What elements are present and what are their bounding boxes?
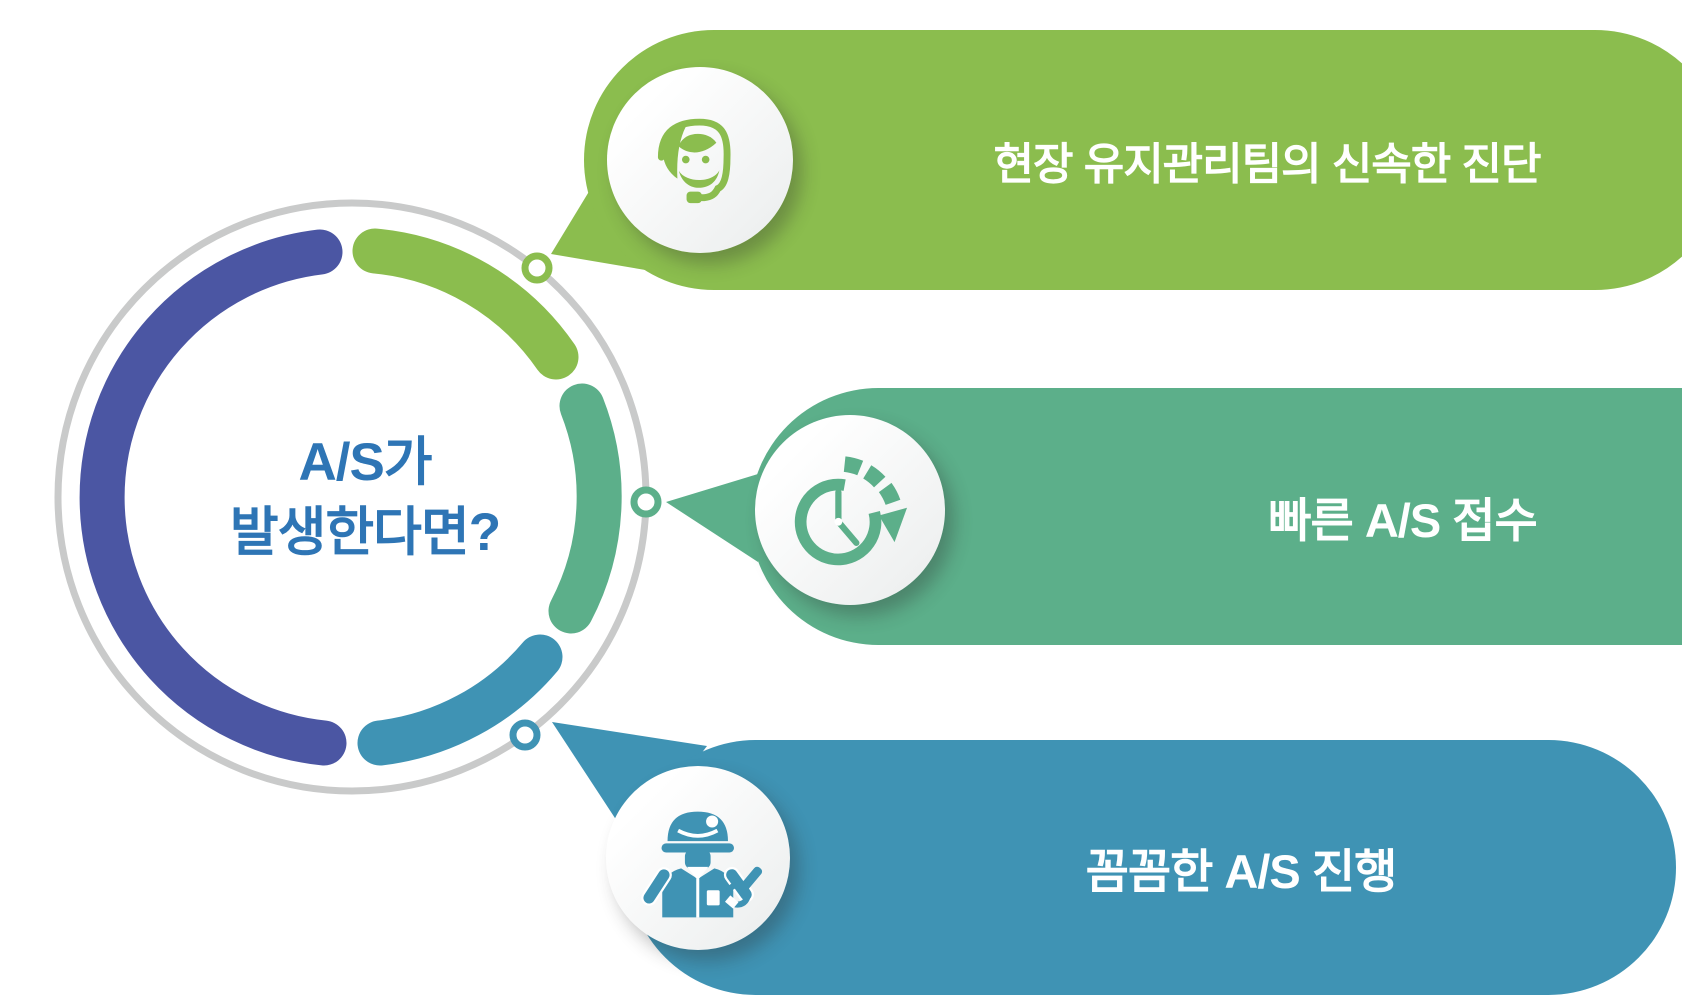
step2-label: 빠른 A/S 접수 [1268,494,1537,547]
ring-segment-step2 [548,383,622,634]
engineer-glyph [641,811,763,918]
wrench [725,867,763,909]
bubble-tail-step2 [666,474,758,562]
step1-label: 현장 유지관리팀의 신속한 진단 [993,140,1542,189]
fast-timer-icon [794,456,907,566]
step3-label: 꼼꼼한 A/S 진행 [1085,845,1398,898]
step1-icon-medallion [607,67,793,253]
connector-ring-step1 [521,252,553,284]
ring-segment-step3 [357,634,563,766]
ring-segment-question [79,229,347,766]
headset-agent-icon [658,119,731,204]
center-question-line1: A/S가 [298,433,432,492]
step3-banner: 꼼꼼한 A/S 진행 [628,740,1676,995]
engineer-wrench-icon [641,811,763,918]
step1-banner: 현장 유지관리팀의 신속한 진단 [584,30,1682,290]
center-question-title: A/S가 발생한다면? [145,428,585,568]
bubble-tail-step3 [552,722,707,844]
fast-timer-glyph [794,456,907,566]
center-question-line2: 발생한다면? [229,502,501,562]
left-arm [641,867,673,907]
headset-agent-glyph [658,119,731,204]
step3-icon-medallion [606,766,790,950]
connector-ring-step2 [630,486,662,518]
connector-ring-step3 [509,719,541,751]
step2-icon-medallion [755,415,945,605]
ring-segment-step1 [352,228,579,380]
